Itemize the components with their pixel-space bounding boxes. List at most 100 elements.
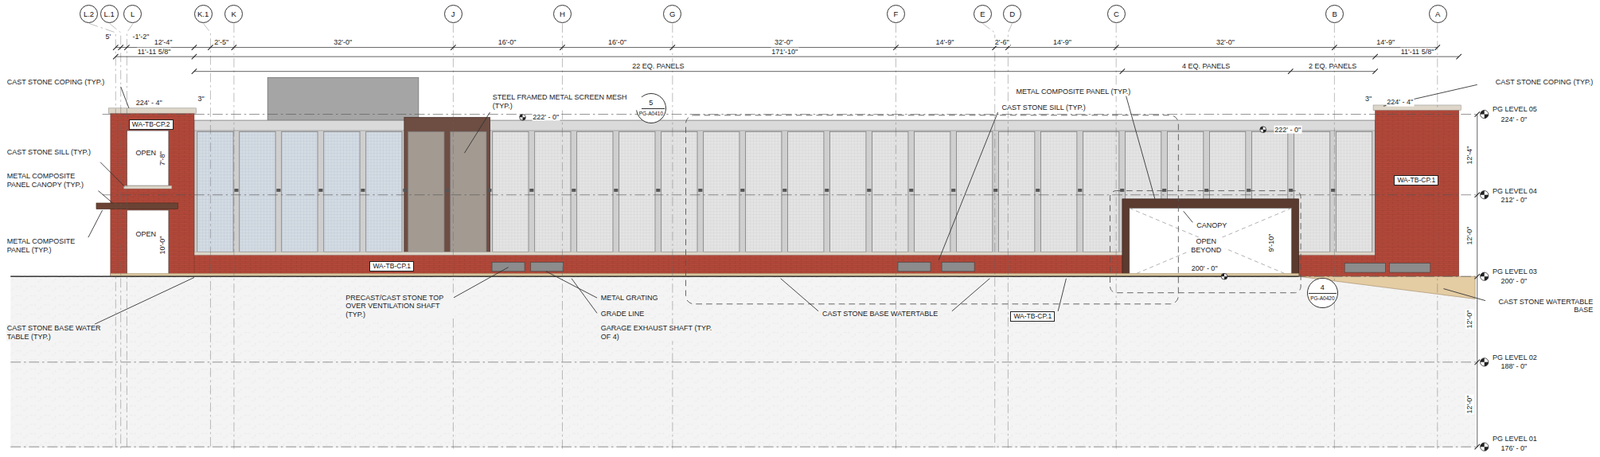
marker-fill — [1260, 126, 1267, 133]
tag-label: WA-TB-CP.1 — [1013, 312, 1052, 320]
detail-number: 4 — [1320, 284, 1325, 292]
screen-top-frame — [194, 120, 1376, 131]
panel-tie — [909, 188, 914, 192]
grid-label: D — [1009, 10, 1015, 19]
sheet-reference: PG-A0420 — [1310, 296, 1335, 302]
panel-tie — [571, 188, 576, 192]
grid-line — [1334, 23, 1335, 449]
vent-grate — [491, 261, 525, 272]
grid-label: A — [1435, 10, 1440, 19]
grid-line — [561, 23, 563, 449]
grid-line — [1436, 23, 1438, 449]
dimension-text: 3" — [1364, 94, 1373, 104]
mesh-panel — [1335, 131, 1372, 252]
note-label: CAST STONE BASE WATERTABLE — [821, 308, 939, 318]
mesh-panel — [534, 131, 571, 252]
leader-line — [1183, 210, 1194, 223]
level-name: PG LEVEL 01 — [1491, 434, 1538, 444]
leader-line — [88, 210, 103, 239]
grid-bubble: J — [444, 4, 463, 24]
panel-tie — [529, 188, 534, 192]
dimension-text: 11'-11 5/8" — [136, 46, 172, 56]
panel-tie — [993, 188, 998, 192]
grid-line — [895, 23, 897, 449]
note-label: GRADE LINE — [600, 308, 646, 318]
mesh-panel — [450, 131, 487, 252]
panel-tie — [1035, 188, 1040, 192]
level-marker — [1480, 272, 1489, 281]
panel-tie — [1204, 188, 1209, 192]
leader-line — [546, 271, 598, 298]
vent-grate — [941, 261, 975, 272]
dimension-tick — [1475, 111, 1480, 117]
screen-wall — [194, 120, 1376, 261]
dimension-text: 3" — [196, 94, 205, 104]
note-label: CAST STONE BASE WATER TABLE (TYP.) — [6, 323, 110, 341]
brick-pier — [110, 112, 195, 277]
opening — [126, 210, 169, 277]
grid-label: L.2 — [83, 10, 94, 19]
marker-ring — [1480, 272, 1489, 281]
detail-boundary — [1110, 191, 1302, 293]
level-marker — [1480, 442, 1489, 451]
dimension-text: 32'-0" — [332, 37, 353, 47]
leader-line — [93, 277, 195, 325]
open-beyond-cross — [1129, 207, 1292, 277]
marker-fill — [1480, 442, 1489, 451]
mesh-panel — [1041, 131, 1078, 252]
panel-tie — [276, 188, 281, 192]
dimension-tick — [191, 54, 197, 59]
marker-ring — [1480, 442, 1489, 451]
mesh-panel — [408, 131, 445, 252]
vent-grate — [897, 261, 931, 272]
panel-tie — [1330, 188, 1335, 192]
dimension-text: -1'-2" — [131, 32, 150, 42]
level-name: PG LEVEL 04 — [1491, 186, 1538, 196]
panel-tie — [698, 188, 703, 192]
marker-ring — [519, 114, 527, 121]
vent-grate — [530, 261, 564, 272]
grid-label: G — [669, 10, 676, 19]
grid-label: E — [979, 10, 985, 19]
marker-ring — [1480, 109, 1489, 118]
dimension-tick — [893, 44, 898, 50]
wall-type-tag: WA-TB-CP.2 — [128, 119, 174, 130]
level-line — [10, 361, 1480, 363]
grid-bubble: L — [123, 4, 142, 24]
marker-ring — [1260, 126, 1267, 133]
metal-canopy — [96, 202, 179, 210]
dimension-tick — [450, 44, 456, 50]
level-name: PG LEVEL 03 — [1491, 267, 1538, 277]
leader-line — [452, 267, 508, 298]
dimension-tick — [1475, 192, 1480, 198]
grid-label: L.1 — [104, 10, 115, 19]
grid-bubble: D — [1002, 4, 1022, 24]
brick-pier — [1375, 108, 1460, 277]
divider-line — [1308, 292, 1336, 294]
detail-boundary — [686, 115, 1179, 305]
mesh-panel — [1293, 131, 1330, 252]
leader-line — [1383, 84, 1478, 106]
panel-tie — [234, 188, 239, 192]
level-lines — [10, 114, 1480, 448]
leader-line — [98, 191, 114, 203]
sheet-reference: PG-A0410 — [639, 111, 664, 118]
opening-label: OPEN — [135, 148, 158, 158]
dimension-text: 32'-0" — [1215, 37, 1236, 47]
leader-line — [464, 112, 490, 153]
level-line — [102, 194, 1480, 196]
dimension-text: 16'-0" — [607, 37, 628, 47]
panel-tie — [360, 188, 365, 192]
mesh-panel — [956, 131, 993, 252]
dimension-lines — [113, 44, 1480, 449]
grid-label: F — [893, 10, 899, 19]
level-line — [102, 113, 1480, 115]
note-label: CAST STONE SILL (TYP.) — [6, 148, 92, 157]
panel-tie — [1162, 188, 1167, 192]
mesh-panel — [703, 131, 740, 252]
mesh-panel — [492, 131, 529, 252]
mesh-panel — [281, 131, 318, 252]
dimension-tick — [191, 44, 197, 50]
